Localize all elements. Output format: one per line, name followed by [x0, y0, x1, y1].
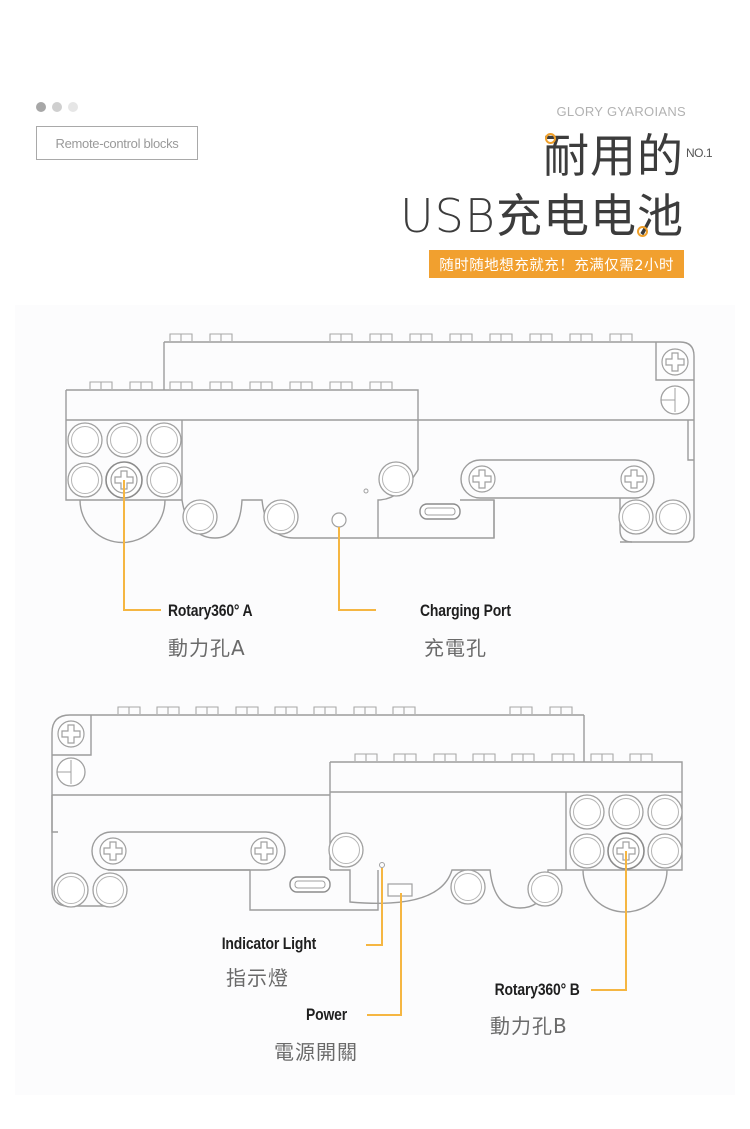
- dot-2: [52, 102, 62, 112]
- leader-line: [591, 989, 627, 991]
- callout-rotary-a-label: Rotary360° A: [168, 601, 253, 620]
- rank-badge: NO.1: [685, 146, 713, 160]
- callout-rotary-b-label: Rotary360° B: [495, 980, 580, 999]
- bottom-holes: [53, 720, 683, 908]
- promo-banner-text: 随时随地想充就充！充满仅需2小时: [439, 257, 674, 274]
- dot-1: [36, 102, 46, 112]
- leader-line: [338, 609, 376, 611]
- leader-line: [123, 480, 125, 610]
- callout-power-cn: 電源開關: [274, 1040, 358, 1064]
- brand-name: GLORY GYAROIANS: [556, 104, 686, 119]
- promo-banner: 随时随地想充就充！充满仅需2小时: [429, 250, 684, 278]
- callout-power-label: Power: [305, 1005, 347, 1024]
- callout-indicator-light-label: Indicator Light: [221, 934, 317, 953]
- leader-line: [338, 527, 340, 611]
- leader-line: [367, 1014, 402, 1016]
- leader-line: [366, 944, 383, 946]
- battery-block-top: [65, 333, 695, 544]
- leader-line: [625, 851, 627, 991]
- leader-line: [381, 868, 383, 946]
- top-holes: [67, 348, 691, 535]
- leader-line: [123, 609, 161, 611]
- title-line-1: 耐用的: [543, 129, 684, 183]
- callout-rotary-b-cn: 動力孔B: [490, 1014, 568, 1038]
- callout-charging-port-cn: 充電孔: [424, 636, 487, 660]
- dot-3: [68, 102, 78, 112]
- battery-block-bottom: [51, 706, 683, 913]
- callout-charging-port-label: Charging Port: [420, 601, 511, 620]
- category-tag: Remote-control blocks: [36, 126, 198, 160]
- callout-rotary-a-cn: 動力孔A: [168, 636, 246, 660]
- leader-line: [400, 893, 402, 1016]
- category-tag-label: Remote-control blocks: [55, 135, 179, 151]
- decor-ring-icon: [637, 226, 648, 237]
- callout-indicator-light-cn: 指示燈: [226, 966, 289, 990]
- decor-ring-icon: [545, 133, 556, 144]
- pagination-dots: [36, 102, 78, 112]
- title-line-2: USB充电电池: [400, 189, 684, 243]
